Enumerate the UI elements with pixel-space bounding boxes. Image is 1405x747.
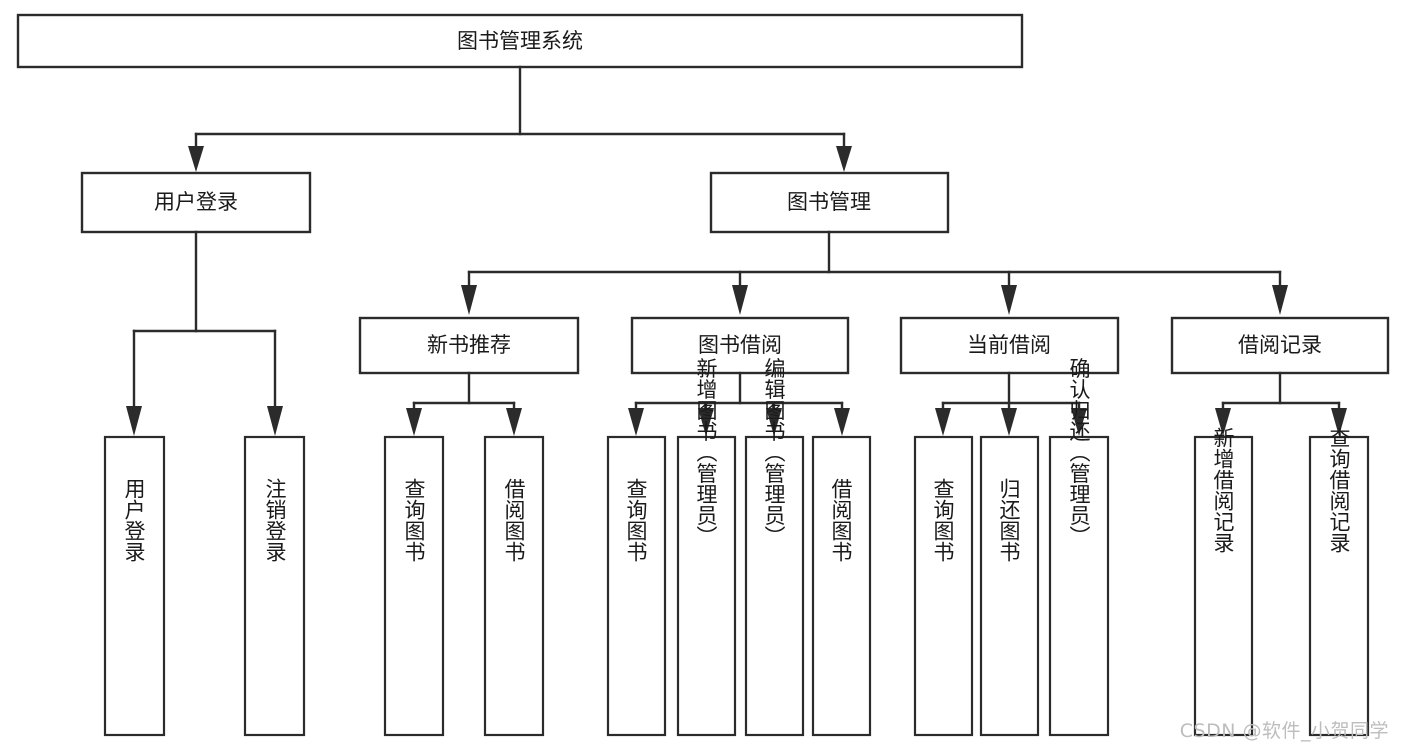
leaf-node-borrow-book-1[interactable]: 借阅图书 bbox=[483, 435, 545, 737]
leaf-return-book-label: 归还图书 bbox=[997, 478, 1021, 562]
arrow-to-book-manage bbox=[836, 146, 852, 172]
arrow-to-leaf-add-record bbox=[1215, 408, 1231, 436]
node-book-manage[interactable]: 图书管理 bbox=[709, 171, 950, 234]
node-new-book-recommend-label: 新书推荐 bbox=[427, 333, 511, 357]
arrow-to-user-login bbox=[188, 146, 204, 172]
leaf-query-book-1-box[interactable] bbox=[383, 435, 445, 737]
arrow-to-borrow-record bbox=[1272, 285, 1288, 315]
leaf-confirm-return-box[interactable] bbox=[1048, 435, 1110, 737]
leaf-node-add-book[interactable]: 新增图书（管理员） bbox=[676, 358, 737, 737]
connector-book-borrow-children bbox=[628, 371, 850, 436]
arrow-to-leaf-query-record bbox=[1331, 408, 1347, 436]
leaf-edit-book-label: 编辑图书（管理员） bbox=[762, 358, 786, 547]
arrow-to-leaf-query-book-3 bbox=[935, 408, 951, 436]
leaf-confirm-return-label: 确认归还（管理员） bbox=[1067, 358, 1091, 547]
leaf-query-book-2-box[interactable] bbox=[606, 435, 667, 737]
node-root-label: 图书管理系统 bbox=[457, 29, 583, 53]
leaf-add-book-label: 新增图书（管理员） bbox=[694, 358, 718, 547]
arrow-to-leaf-query-book-1 bbox=[406, 408, 422, 436]
leaf-borrow-book-1-box[interactable] bbox=[483, 435, 545, 737]
leaf-borrow-book-1-label: 借阅图书 bbox=[502, 478, 526, 562]
node-book-manage-label: 图书管理 bbox=[787, 190, 871, 214]
leaf-node-borrow-book-2[interactable]: 借阅图书 bbox=[811, 435, 872, 737]
leaf-query-book-3-box[interactable] bbox=[913, 435, 974, 737]
arrow-to-leaf-add-book bbox=[698, 408, 714, 436]
leaf-user-logout-box[interactable] bbox=[243, 435, 306, 737]
leaf-edit-book-box[interactable] bbox=[744, 435, 805, 737]
connector-root-trunk bbox=[188, 65, 852, 172]
node-book-borrow[interactable]: 图书借阅 bbox=[630, 316, 850, 375]
connector-borrow-record-children bbox=[1215, 371, 1347, 436]
arrow-to-leaf-return-book bbox=[1001, 408, 1017, 436]
leaf-borrow-book-2-label: 借阅图书 bbox=[829, 478, 853, 562]
connector-user-login-children bbox=[126, 230, 283, 436]
arrow-to-new-book-recommend bbox=[461, 285, 477, 315]
node-new-book-recommend[interactable]: 新书推荐 bbox=[358, 316, 580, 375]
node-borrow-record-label: 借阅记录 bbox=[1238, 333, 1322, 357]
leaf-user-login-box[interactable] bbox=[103, 435, 166, 737]
arrow-to-leaf-user-logout bbox=[267, 406, 283, 436]
arrow-to-leaf-confirm-return bbox=[1071, 408, 1087, 436]
leaf-node-user-logout[interactable]: 注销登录 bbox=[243, 435, 306, 737]
node-root[interactable]: 图书管理系统 bbox=[16, 13, 1024, 69]
node-current-borrow-box[interactable] bbox=[899, 316, 1120, 375]
leaf-node-query-book-1[interactable]: 查询图书 bbox=[383, 435, 445, 737]
leaf-return-book-box[interactable] bbox=[979, 435, 1040, 737]
leaf-add-book-box[interactable] bbox=[676, 435, 737, 737]
node-user-login-label: 用户登录 bbox=[154, 190, 238, 214]
leaf-node-add-record[interactable]: 新增借阅记录 bbox=[1193, 427, 1254, 737]
leaf-query-book-1-label: 查询图书 bbox=[402, 478, 426, 562]
node-book-borrow-label: 图书借阅 bbox=[698, 333, 782, 357]
arrow-to-leaf-edit-book bbox=[766, 408, 782, 436]
node-borrow-record[interactable]: 借阅记录 bbox=[1170, 316, 1390, 375]
leaf-user-logout-label: 注销登录 bbox=[263, 478, 287, 562]
leaf-add-record-box[interactable] bbox=[1193, 435, 1254, 737]
node-user-login[interactable]: 用户登录 bbox=[80, 171, 312, 234]
node-user-login-box[interactable] bbox=[80, 171, 312, 234]
leaf-node-confirm-return[interactable]: 确认归还（管理员） bbox=[1048, 358, 1110, 737]
arrow-to-leaf-borrow-book-2 bbox=[834, 408, 850, 436]
connector-book-manage-children bbox=[461, 230, 1288, 315]
leaf-node-query-book-3[interactable]: 查询图书 bbox=[913, 435, 974, 737]
arrow-to-leaf-borrow-book-1 bbox=[506, 408, 522, 436]
leaf-node-edit-book[interactable]: 编辑图书（管理员） bbox=[744, 358, 805, 737]
leaf-add-record-label: 新增借阅记录 bbox=[1211, 427, 1235, 553]
arrow-to-current-borrow bbox=[1001, 285, 1017, 315]
leaf-query-record-box[interactable] bbox=[1308, 435, 1370, 737]
leaf-borrow-book-2-box[interactable] bbox=[811, 435, 872, 737]
node-new-book-recommend-box[interactable] bbox=[358, 316, 580, 375]
connector-current-borrow-children bbox=[935, 371, 1087, 436]
node-root-box[interactable] bbox=[16, 13, 1024, 69]
node-current-borrow-label: 当前借阅 bbox=[967, 333, 1051, 357]
leaf-query-book-3-label: 查询图书 bbox=[931, 478, 955, 562]
node-borrow-record-box[interactable] bbox=[1170, 316, 1390, 375]
leaf-node-query-book-2[interactable]: 查询图书 bbox=[606, 435, 667, 737]
arrow-to-book-borrow bbox=[732, 285, 748, 315]
arrow-to-leaf-query-book-2 bbox=[628, 408, 644, 436]
leaf-query-book-2-label: 查询图书 bbox=[624, 478, 648, 562]
leaf-user-login-label: 用户登录 bbox=[122, 478, 146, 562]
leaf-query-record-label: 查询借阅记录 bbox=[1327, 427, 1351, 553]
connector-new-book-recommend-children bbox=[406, 371, 522, 436]
arrow-to-leaf-user-login bbox=[126, 406, 142, 436]
leaf-node-return-book[interactable]: 归还图书 bbox=[979, 435, 1040, 737]
node-current-borrow[interactable]: 当前借阅 bbox=[899, 316, 1120, 375]
leaf-node-query-record[interactable]: 查询借阅记录 bbox=[1308, 427, 1370, 737]
leaf-node-user-login[interactable]: 用户登录 bbox=[103, 435, 166, 737]
csdn-watermark: CSDN @软件_小贺同学 bbox=[1179, 720, 1389, 742]
